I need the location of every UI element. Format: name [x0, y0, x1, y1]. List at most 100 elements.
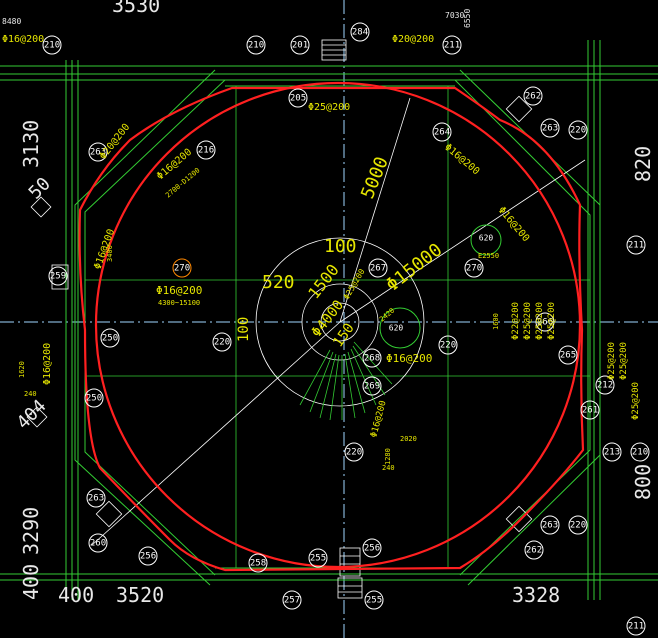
dim-right-upper: 820: [631, 146, 655, 182]
rebar-left-main: Φ16@200: [156, 284, 202, 297]
bubble-212: 212: [595, 375, 615, 395]
dim-100-top: 100: [324, 236, 357, 257]
bubble-210-top: 210: [42, 35, 62, 55]
dim-bottom-400: 400: [58, 583, 94, 607]
svg-text:205: 205: [290, 94, 306, 104]
svg-text:257: 257: [284, 596, 300, 606]
dim-e2550: E2550: [478, 252, 499, 260]
dim-left-lower: 3290: [19, 507, 43, 555]
bubble-265: 265: [558, 345, 578, 365]
svg-text:210: 210: [44, 41, 60, 51]
dim-left-small2: 240: [24, 390, 37, 398]
dim-1280: 1280: [384, 448, 392, 465]
svg-text:250: 250: [102, 334, 118, 344]
svg-text:262: 262: [526, 546, 542, 556]
bubble-211: 211: [442, 35, 462, 55]
svg-text:211: 211: [628, 622, 644, 632]
svg-text:270: 270: [466, 264, 482, 274]
dim-top-small-1: 8480: [2, 17, 21, 26]
svg-text:220: 220: [214, 338, 230, 348]
svg-text:220: 220: [570, 521, 586, 531]
bubble-270-right: 270: [464, 258, 484, 278]
svg-text:210: 210: [248, 41, 264, 51]
rebar-right-4: Φ25@200: [547, 302, 557, 340]
bubble-250-l: 250: [100, 328, 120, 348]
radial-fan: [299, 341, 393, 421]
bubble-257: 257: [282, 590, 302, 610]
svg-text:250: 250: [86, 394, 102, 404]
svg-text:212: 212: [597, 381, 613, 391]
svg-text:213: 213: [604, 448, 620, 458]
bubble-labels: 210 210 201 284 211 205 216 263 262 263 …: [42, 22, 650, 636]
svg-text:255: 255: [366, 596, 382, 606]
bubble-220-c: 220: [212, 332, 232, 352]
rebar-right-3: Φ25@200: [535, 302, 545, 340]
bubble-210-top2: 210: [246, 35, 266, 55]
dim-3400: 3400: [106, 245, 114, 262]
dim-2020: 2020: [400, 435, 417, 443]
dim-bottom-right: 3328: [512, 583, 560, 607]
svg-text:216: 216: [198, 146, 214, 156]
svg-text:620: 620: [479, 234, 494, 243]
svg-text:269: 269: [364, 382, 380, 392]
bubble-268: 268: [362, 348, 382, 368]
bubble-267: 267: [368, 258, 388, 278]
svg-text:264: 264: [434, 128, 450, 138]
svg-text:284: 284: [352, 28, 368, 38]
bubble-284: 284: [350, 22, 370, 42]
svg-text:263: 263: [542, 521, 558, 531]
rebar-center-right: Φ16@200: [386, 352, 432, 365]
rebar-top-left: Φ16@200: [2, 34, 44, 45]
svg-text:266: 266: [537, 318, 553, 328]
dim-bottom-left: 3520: [116, 583, 164, 607]
svg-text:270: 270: [174, 264, 190, 274]
svg-text:201: 201: [292, 41, 308, 51]
svg-text:210: 210: [632, 448, 648, 458]
bubble-261: 261: [580, 400, 600, 420]
svg-text:267: 267: [370, 264, 386, 274]
bubble-262-br: 262: [524, 540, 544, 560]
bubble-269: 269: [362, 376, 382, 396]
dim-1600: 1600: [492, 313, 500, 330]
bubble-201: 201: [290, 35, 310, 55]
dim-left-bottom: 400: [19, 564, 43, 600]
bubble-255: 255: [308, 548, 328, 568]
bubble-211-r: 211: [626, 235, 646, 255]
rebar-right-lower-3: Φ25@200: [631, 382, 641, 420]
rebar-left-vertical: Φ16@200: [42, 343, 53, 385]
svg-text:260: 260: [90, 539, 106, 549]
dim-top-small-3: 6550: [463, 9, 472, 28]
bubble-213: 213: [602, 442, 622, 462]
svg-text:211: 211: [628, 241, 644, 251]
svg-text:261: 261: [582, 406, 598, 416]
rebar-arc-top: Φ25@200: [308, 102, 350, 113]
svg-text:265: 265: [560, 351, 576, 361]
step-marks: [26, 39, 533, 599]
bubble-258: 258: [248, 553, 268, 573]
diagonal-lines: [91, 97, 586, 546]
bubble-205: 205: [288, 88, 308, 108]
bubble-260: 260: [88, 533, 108, 553]
bubble-259: 259: [48, 266, 68, 286]
bubble-250-l2: 250: [84, 388, 104, 408]
svg-text:256: 256: [364, 544, 380, 554]
dim-left-upper: 3130: [19, 120, 43, 168]
svg-text:263: 263: [88, 494, 104, 504]
svg-text:263: 263: [90, 148, 106, 158]
bubble-210-r: 210: [630, 442, 650, 462]
rebar-right-2: Φ25@200: [523, 302, 533, 340]
svg-text:220: 220: [440, 341, 456, 351]
bubble-263: 263: [88, 142, 108, 162]
svg-text:256: 256: [140, 552, 156, 562]
svg-text:268: 268: [364, 354, 380, 364]
svg-text:211: 211: [444, 41, 460, 51]
svg-text:620: 620: [389, 324, 404, 333]
dim-top-left: 3530: [112, 0, 160, 17]
svg-text:262: 262: [525, 92, 541, 102]
rebar-top-right: Φ20@200: [392, 34, 434, 45]
bubble-263-br: 263: [540, 515, 560, 535]
svg-text:263: 263: [542, 124, 558, 134]
dim-top-small-2: 7030: [445, 11, 464, 20]
rebar-right-lower-1: Φ25@200: [607, 342, 617, 380]
